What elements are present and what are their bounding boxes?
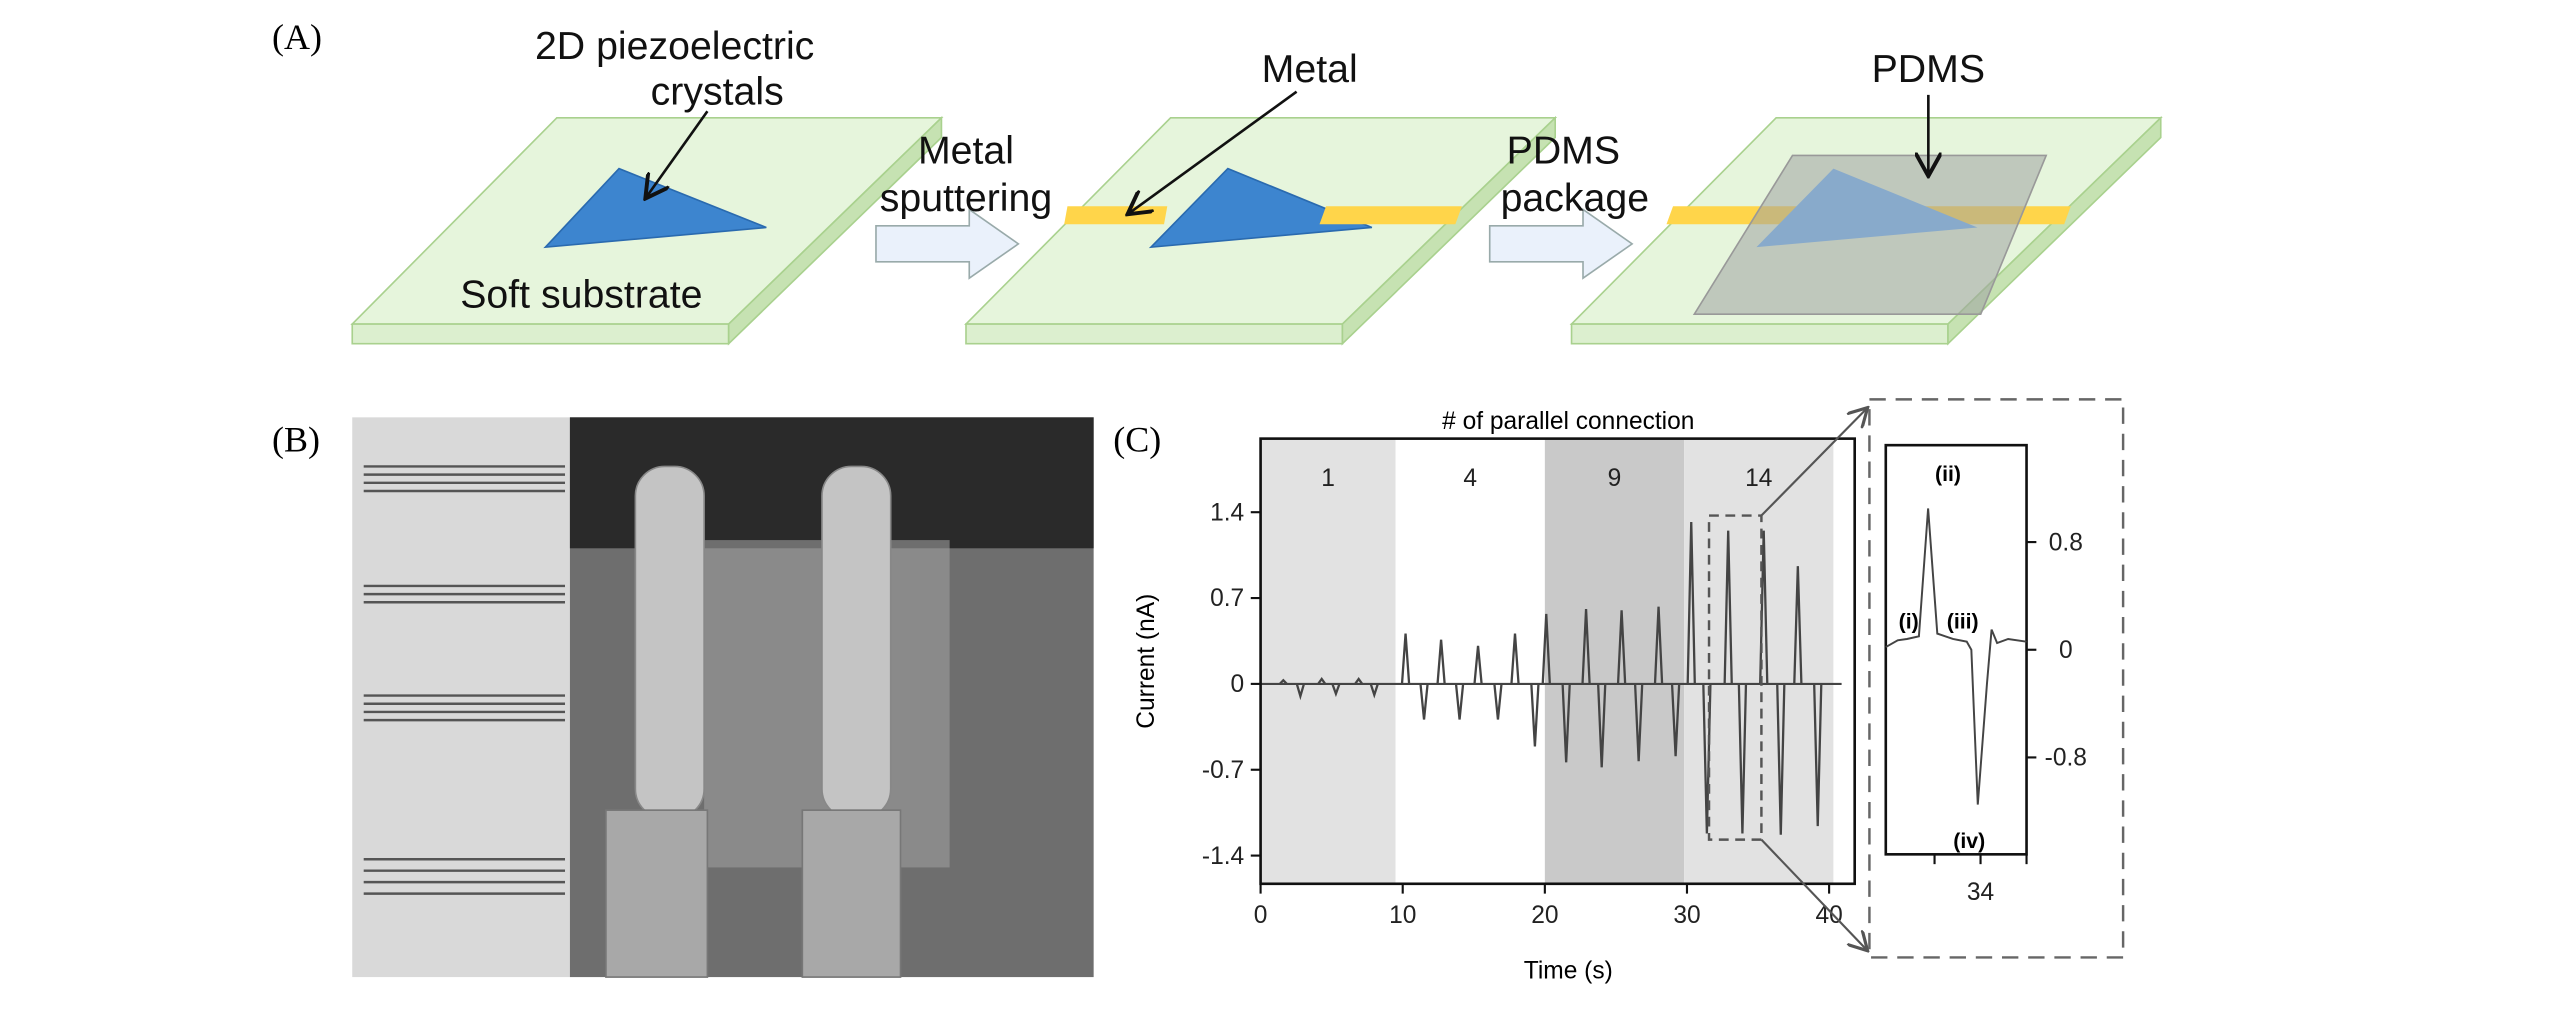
x-tick-label: 20	[1531, 902, 1558, 929]
crystal-triangle-covered	[1756, 168, 1978, 248]
positive-spike	[1581, 609, 1591, 684]
y-axis-label: Current (nA)	[1133, 594, 1160, 729]
negative-spike	[1331, 683, 1341, 698]
band-9	[1544, 438, 1685, 884]
y-tick-label: -0.7	[1202, 757, 1244, 784]
annotation-i: (i)	[1899, 609, 1919, 633]
pdms-label: PDMS	[1872, 47, 1985, 91]
metal-strip-left	[1064, 206, 1168, 225]
panel-label-c: (C)	[1113, 420, 1161, 460]
band-label: 14	[1745, 465, 1772, 492]
step1-label-line1: Metal	[918, 129, 1014, 173]
negative-spike	[1454, 683, 1465, 720]
positive-spike	[1436, 639, 1446, 684]
x-tick-label: 10	[1389, 902, 1416, 929]
panel-a-schematic: 2D piezoelectric crystals Soft substrate…	[350, 24, 2163, 346]
negative-spike	[1633, 683, 1644, 762]
positive-spike	[1317, 677, 1327, 685]
inset-trace-line	[1885, 508, 2027, 805]
crystals-label-line2: crystals	[651, 70, 784, 114]
annotation-iv: (iv)	[1953, 829, 1985, 853]
panel-b-photo	[352, 417, 1094, 978]
positive-spike	[1616, 610, 1627, 684]
step2-label-line1: PDMS	[1507, 129, 1620, 173]
metal-label: Metal	[1262, 47, 1358, 91]
step1-label-line2: sputtering	[880, 176, 1052, 220]
negative-spike	[1493, 683, 1503, 720]
x-tick-label: 0	[1254, 902, 1268, 929]
crystals-pointer-arrow	[647, 110, 709, 196]
crystal-triangle	[1148, 167, 1373, 249]
clamp-rod-left	[634, 465, 705, 820]
positive-spike	[1653, 606, 1664, 684]
negative-spike	[1419, 683, 1429, 720]
zoom-connector-bottom	[1760, 838, 1866, 950]
positive-spike	[1541, 613, 1551, 684]
y-tick-label: 1.4	[1210, 499, 1244, 526]
x-tick-label: 40	[1815, 902, 1842, 929]
zoom-connector-top	[1760, 409, 1866, 517]
inset-y-tick-label: 0	[2059, 637, 2073, 664]
panel-label-a: (A)	[272, 17, 322, 57]
inset-y-tick-label: -0.8	[2045, 745, 2087, 772]
metal-pointer-arrow	[1130, 90, 1298, 213]
band-1	[1260, 438, 1396, 884]
substrate-label: Soft substrate	[460, 273, 702, 317]
negative-spike	[1369, 683, 1379, 699]
negative-spike	[1561, 683, 1571, 763]
y-tick-label: 0.7	[1210, 585, 1244, 612]
zoomed-inset-chart: 34 0.8 0 -0.8 (i) (ii) (iii) (iv)	[1868, 398, 2125, 959]
positive-spike	[1354, 677, 1364, 685]
substrate-slab-1	[350, 115, 944, 346]
band-label: 4	[1463, 465, 1477, 492]
substrate-slab-2	[964, 115, 1558, 346]
negative-spike	[1813, 683, 1823, 827]
negative-spike	[1670, 683, 1681, 757]
y-tick-label: 0	[1231, 671, 1245, 698]
panel-label-b: (B)	[272, 420, 320, 460]
band-4	[1395, 438, 1545, 884]
clamp-rod-right	[821, 465, 892, 820]
process-arrow-2	[1488, 207, 1634, 280]
negative-spike	[1295, 683, 1306, 701]
negative-spike	[1776, 683, 1786, 835]
annotation-ii: (ii)	[1935, 462, 1961, 486]
positive-spike	[1793, 566, 1803, 684]
zoom-region-box	[1707, 514, 1763, 841]
annotation-iii: (iii)	[1947, 609, 1979, 633]
negative-spike	[1597, 683, 1607, 768]
band-label: 1	[1321, 465, 1335, 492]
crystals-label-line1: 2D piezoelectric	[535, 24, 814, 68]
metal-strip-right	[1319, 206, 1462, 225]
plot-frame	[1259, 437, 1857, 886]
step2-label-line2: package	[1501, 176, 1649, 220]
crystal-triangle	[543, 167, 767, 249]
substrate-slab-3	[1569, 115, 2163, 346]
band-label: 9	[1608, 465, 1622, 492]
positive-spike	[1473, 645, 1483, 685]
inset-x-tick-label: 34	[1967, 879, 1994, 906]
positive-spike	[1723, 530, 1733, 684]
process-arrow-1	[875, 207, 1020, 280]
negative-spike	[1530, 683, 1540, 747]
negative-spike	[1737, 683, 1748, 834]
y-tick-label: -1.4	[1202, 843, 1244, 870]
positive-spike	[1510, 633, 1520, 684]
x-axis-label: Time (s)	[1524, 958, 1613, 985]
positive-spike	[1400, 633, 1411, 684]
inset-plot-frame	[1884, 443, 2028, 856]
negative-spike	[1702, 683, 1712, 834]
chart-title: # of parallel connection	[1442, 408, 1694, 435]
inset-y-tick-label: 0.8	[2049, 529, 2083, 556]
inset-dashed-frame	[1868, 398, 2125, 959]
device-strips	[363, 465, 566, 895]
positive-spike	[1278, 678, 1288, 685]
positive-spike	[1686, 521, 1696, 684]
x-tick-label: 30	[1673, 902, 1700, 929]
